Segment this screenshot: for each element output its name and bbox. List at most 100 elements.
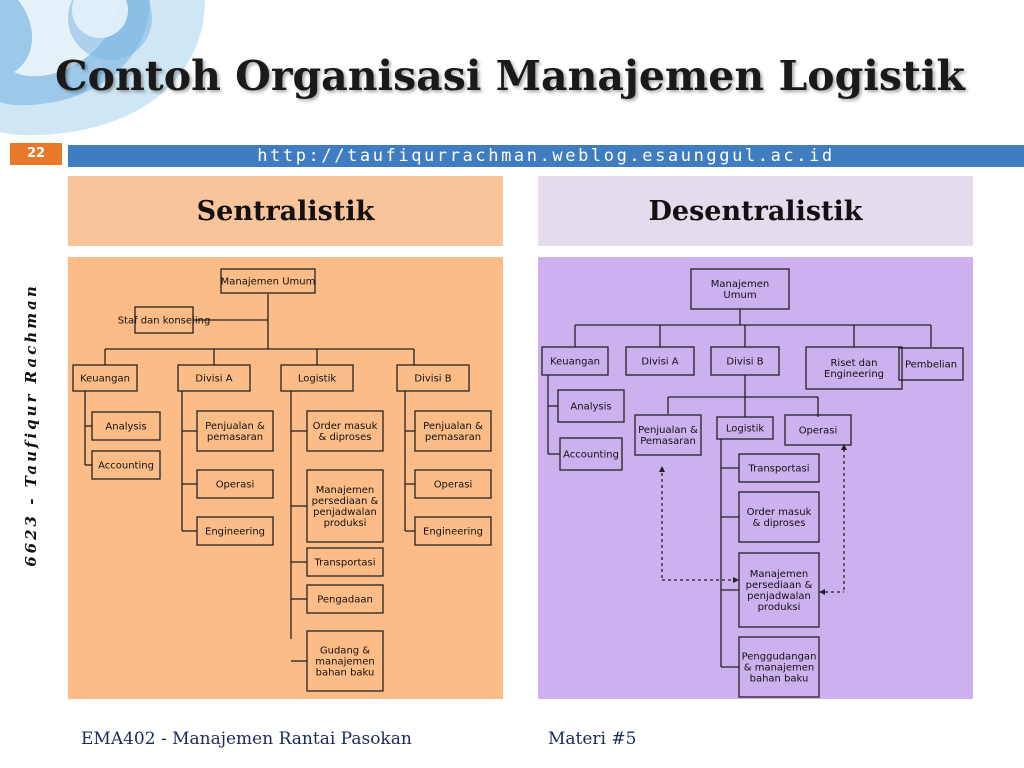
desentralistik-divisi-a: Divisi A xyxy=(625,346,695,376)
sentralistik-logistik-item-label: & diproses xyxy=(318,432,371,443)
desentralistik-logistik-item-label: penjadwalan xyxy=(747,591,811,602)
sentralistik-keuangan-label: Keuangan xyxy=(80,374,130,385)
sentralistik-divisi-a-item-label: Penjualan & xyxy=(205,421,265,432)
sentralistik-logistik-box xyxy=(280,364,354,392)
desentralistik-manajemen-umum-label: Manajemen xyxy=(711,279,769,290)
desentralistik-logistik-item-label: & diproses xyxy=(752,518,805,529)
sentralistik-divisi-b-item: Operasi xyxy=(414,469,492,499)
sentralistik-logistik-item-label: penjadwalan xyxy=(313,507,377,518)
sentralistik-keuangan-box xyxy=(72,364,138,392)
sentralistik-divisi-b-item-label: pemasaran xyxy=(425,432,481,443)
sentralistik-keuangan: Keuangan xyxy=(72,364,138,392)
sentralistik-analysis-label: Analysis xyxy=(105,422,146,433)
sentralistik-accounting: Accounting xyxy=(91,450,161,480)
decorative-wave-graphic xyxy=(0,0,205,136)
desentralistik-logistik-box xyxy=(716,416,774,440)
sentralistik-divisi-a-label: Divisi A xyxy=(195,374,232,385)
sentralistik-logistik-item-label: bahan baku xyxy=(316,668,375,679)
slide-title: Contoh Organisasi Manajemen Logistik xyxy=(55,52,965,100)
sentralistik-logistik-item-label: Gudang & xyxy=(320,646,370,657)
desentralistik-divisi-b: Divisi B xyxy=(710,346,780,376)
arrow-head xyxy=(819,589,825,595)
desentralistik-riset-engineering-box xyxy=(805,346,903,390)
sentralistik-divisi-a-item: Operasi xyxy=(196,469,274,499)
vertical-author-text: 6623 - Taufiqur Rachman xyxy=(22,283,40,567)
sentralistik-divisi-b-item: Penjualan &pemasaran xyxy=(414,410,492,452)
url-banner: http://taufiqurrachman.weblog.esaunggul.… xyxy=(68,145,1024,167)
desentralistik-keuangan: Keuangan xyxy=(541,346,609,376)
desentralistik-penjualan-pemasaran: Penjualan &Pemasaran xyxy=(634,414,702,456)
desentralistik-pembelian-box xyxy=(898,347,964,381)
desentralistik-analysis: Analysis xyxy=(557,389,625,423)
sentralistik-divisi-b: Divisi B xyxy=(396,364,470,392)
desentralistik-penjualan-pemasaran-label: Penjualan & xyxy=(638,425,698,436)
sentralistik-manajemen-umum-box xyxy=(220,268,316,294)
desentralistik-logistik-item-label: Penggudangan xyxy=(742,652,817,663)
desentralistik-analysis-label: Analysis xyxy=(570,402,611,413)
desentralistik-logistik-item-label: bahan baku xyxy=(750,674,809,685)
sentralistik-logistik-item: Pengadaan xyxy=(306,584,384,614)
sentralistik-divisi-b-item-label: Operasi xyxy=(434,480,473,491)
sentralistik-logistik-item-label: Order masuk xyxy=(313,421,378,432)
sentralistik-divisi-b-item-label: Engineering xyxy=(423,527,483,538)
desentralistik-penjualan-pemasaran-label: Pemasaran xyxy=(640,436,696,447)
sentralistik-staf-konseling-box xyxy=(134,306,194,334)
desentralistik-manajemen-umum-label: Umum xyxy=(723,290,756,301)
desentralistik-operasi-box xyxy=(784,414,852,446)
sentralistik-manajemen-umum-label: Manajemen Umum xyxy=(221,277,316,288)
desentralistik-divisi-a-label: Divisi A xyxy=(641,357,678,368)
sentralistik-logistik-item-label: manajemen xyxy=(315,657,375,668)
sentralistik-divisi-a-item-label: Engineering xyxy=(205,527,265,538)
desentralistik-penjualan-pemasaran-box xyxy=(634,414,702,456)
desentralistik-accounting: Accounting xyxy=(559,437,623,471)
sentralistik-divisi-a: Divisi A xyxy=(177,364,251,392)
sentralistik-logistik-item: Order masuk& diproses xyxy=(306,410,384,452)
desentralistik-logistik-item: Order masuk& diproses xyxy=(738,491,820,543)
sentralistik-logistik-item-label: Pengadaan xyxy=(317,595,373,606)
sentralistik-divisi-b-item: Engineering xyxy=(414,516,492,546)
desentralistik-logistik-item-label: produksi xyxy=(758,602,801,613)
sentralistik-staf-konseling: Staf dan konseling xyxy=(118,306,211,334)
desentralistik-riset-engineering-label: Riset dan xyxy=(830,358,877,369)
desentralistik-logistik-item-label: Manajemen xyxy=(750,569,808,580)
desentralistik-riset-engineering-label: Engineering xyxy=(824,369,884,380)
desentralistik-logistik: Logistik xyxy=(716,416,774,440)
sentralistik-divisi-a-item-label: pemasaran xyxy=(207,432,263,443)
desentralistik-pembelian: Pembelian xyxy=(898,347,964,381)
desentralistik-pembelian-label: Pembelian xyxy=(905,360,957,371)
arrow-head xyxy=(659,466,665,472)
sentralistik-logistik-item-label: Transportasi xyxy=(313,558,375,569)
sentralistik-divisi-b-item-label: Penjualan & xyxy=(423,421,483,432)
desentralistik-keuangan-label: Keuangan xyxy=(550,357,600,368)
sentralistik-staf-konseling-label: Staf dan konseling xyxy=(118,316,211,327)
desentralistik-logistik-label: Logistik xyxy=(726,424,765,435)
sentralistik-divisi-a-box xyxy=(177,364,251,392)
sentralistik-divisi-a-item: Engineering xyxy=(196,516,274,546)
desentralistik-accounting-label: Accounting xyxy=(563,450,619,461)
desentralistik-operasi-label: Operasi xyxy=(799,426,838,437)
sentralistik-logistik-item: Transportasi xyxy=(306,547,384,577)
sentralistik-divisi-b-box xyxy=(396,364,470,392)
desentralistik-logistik-item-label: persediaan & xyxy=(746,580,813,591)
sentralistik-logistik-label: Logistik xyxy=(298,374,337,385)
desentralistik-divisi-b-label: Divisi B xyxy=(726,357,763,368)
desentralistik-logistik-item: Transportasi xyxy=(738,453,820,483)
sentralistik-divisi-a-item: Penjualan &pemasaran xyxy=(196,410,274,452)
sentralistik-logistik-item-label: persediaan & xyxy=(312,496,379,507)
sentralistik-divisi-a-item-label: Operasi xyxy=(216,480,255,491)
sentralistik-logistik: Logistik xyxy=(280,364,354,392)
desentralistik-operasi: Operasi xyxy=(784,414,852,446)
sentralistik-heading: Sentralistik xyxy=(68,176,503,246)
footer-course: EMA402 - Manajemen Rantai Pasokan xyxy=(81,729,412,749)
desentralistik-heading: Desentralistik xyxy=(538,176,973,246)
sentralistik-analysis: Analysis xyxy=(91,411,161,441)
slide-number: 22 xyxy=(10,143,62,165)
